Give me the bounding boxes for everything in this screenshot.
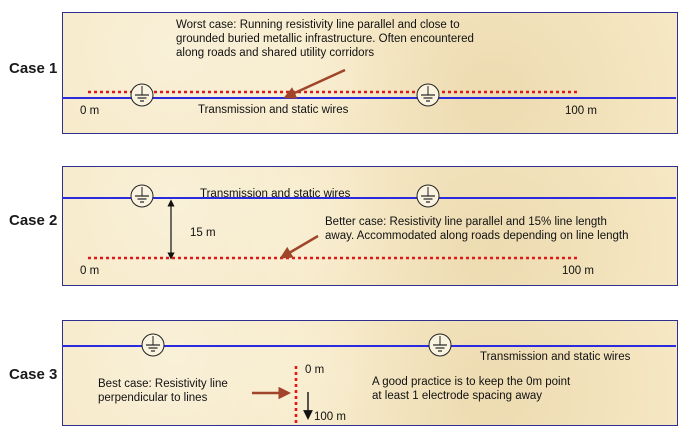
ground-icon (130, 184, 154, 208)
case2-wire-label: Transmission and static wires (200, 188, 351, 200)
ground-icon (416, 83, 440, 107)
case3-note: Best case: Resistivity line perpendicula… (98, 377, 228, 405)
case3-practice-line: A good practice is to keep the 0m point (372, 376, 571, 388)
case2-end-label: 100 m (562, 265, 594, 277)
ground-icon (141, 333, 165, 357)
case3-start-label: 0 m (305, 364, 325, 376)
case2-callout-arrow (279, 234, 319, 259)
case3-note-line: Best case: Resistivity line (98, 378, 228, 390)
case1-note-line: along roads and shared utility corridors (176, 47, 375, 59)
ground-icon (130, 83, 154, 107)
case3-practice-line: at least 1 electrode spacing away (372, 390, 543, 402)
case3-label: Case 3 (9, 366, 58, 383)
case1-start-label: 0 m (80, 105, 100, 117)
case2-panel (62, 166, 678, 286)
case1-note: Worst case: Running resistivity line par… (176, 18, 474, 60)
case2-note-line: Better case: Resistivity line parallel a… (325, 216, 607, 228)
case3-end-label: 100 m (314, 411, 346, 423)
case3-panel (62, 320, 678, 426)
case2-label: Case 2 (9, 212, 58, 229)
case1-end-label: 100 m (565, 105, 597, 117)
case1-note-line: grounded buried metallic infrastructure.… (176, 33, 474, 45)
case2-offset-label: 15 m (190, 227, 216, 239)
case1-note-line: Worst case: Running resistivity line par… (176, 19, 460, 31)
case1-panel (62, 12, 678, 134)
case2-start-label: 0 m (80, 265, 100, 277)
case1-callout-arrow (283, 68, 346, 99)
case3-practice-note: A good practice is to keep the 0m point … (372, 375, 570, 403)
case2-note: Better case: Resistivity line parallel a… (325, 215, 628, 243)
ground-icon (428, 333, 452, 357)
case1-wire-label: Transmission and static wires (198, 104, 349, 116)
case3-wire-label: Transmission and static wires (480, 351, 631, 363)
case1-label: Case 1 (9, 60, 58, 77)
case3-note-line: perpendicular to lines (98, 392, 208, 404)
case2-note-line: away. Accommodated along roads depending… (325, 230, 629, 242)
ground-icon (416, 184, 440, 208)
